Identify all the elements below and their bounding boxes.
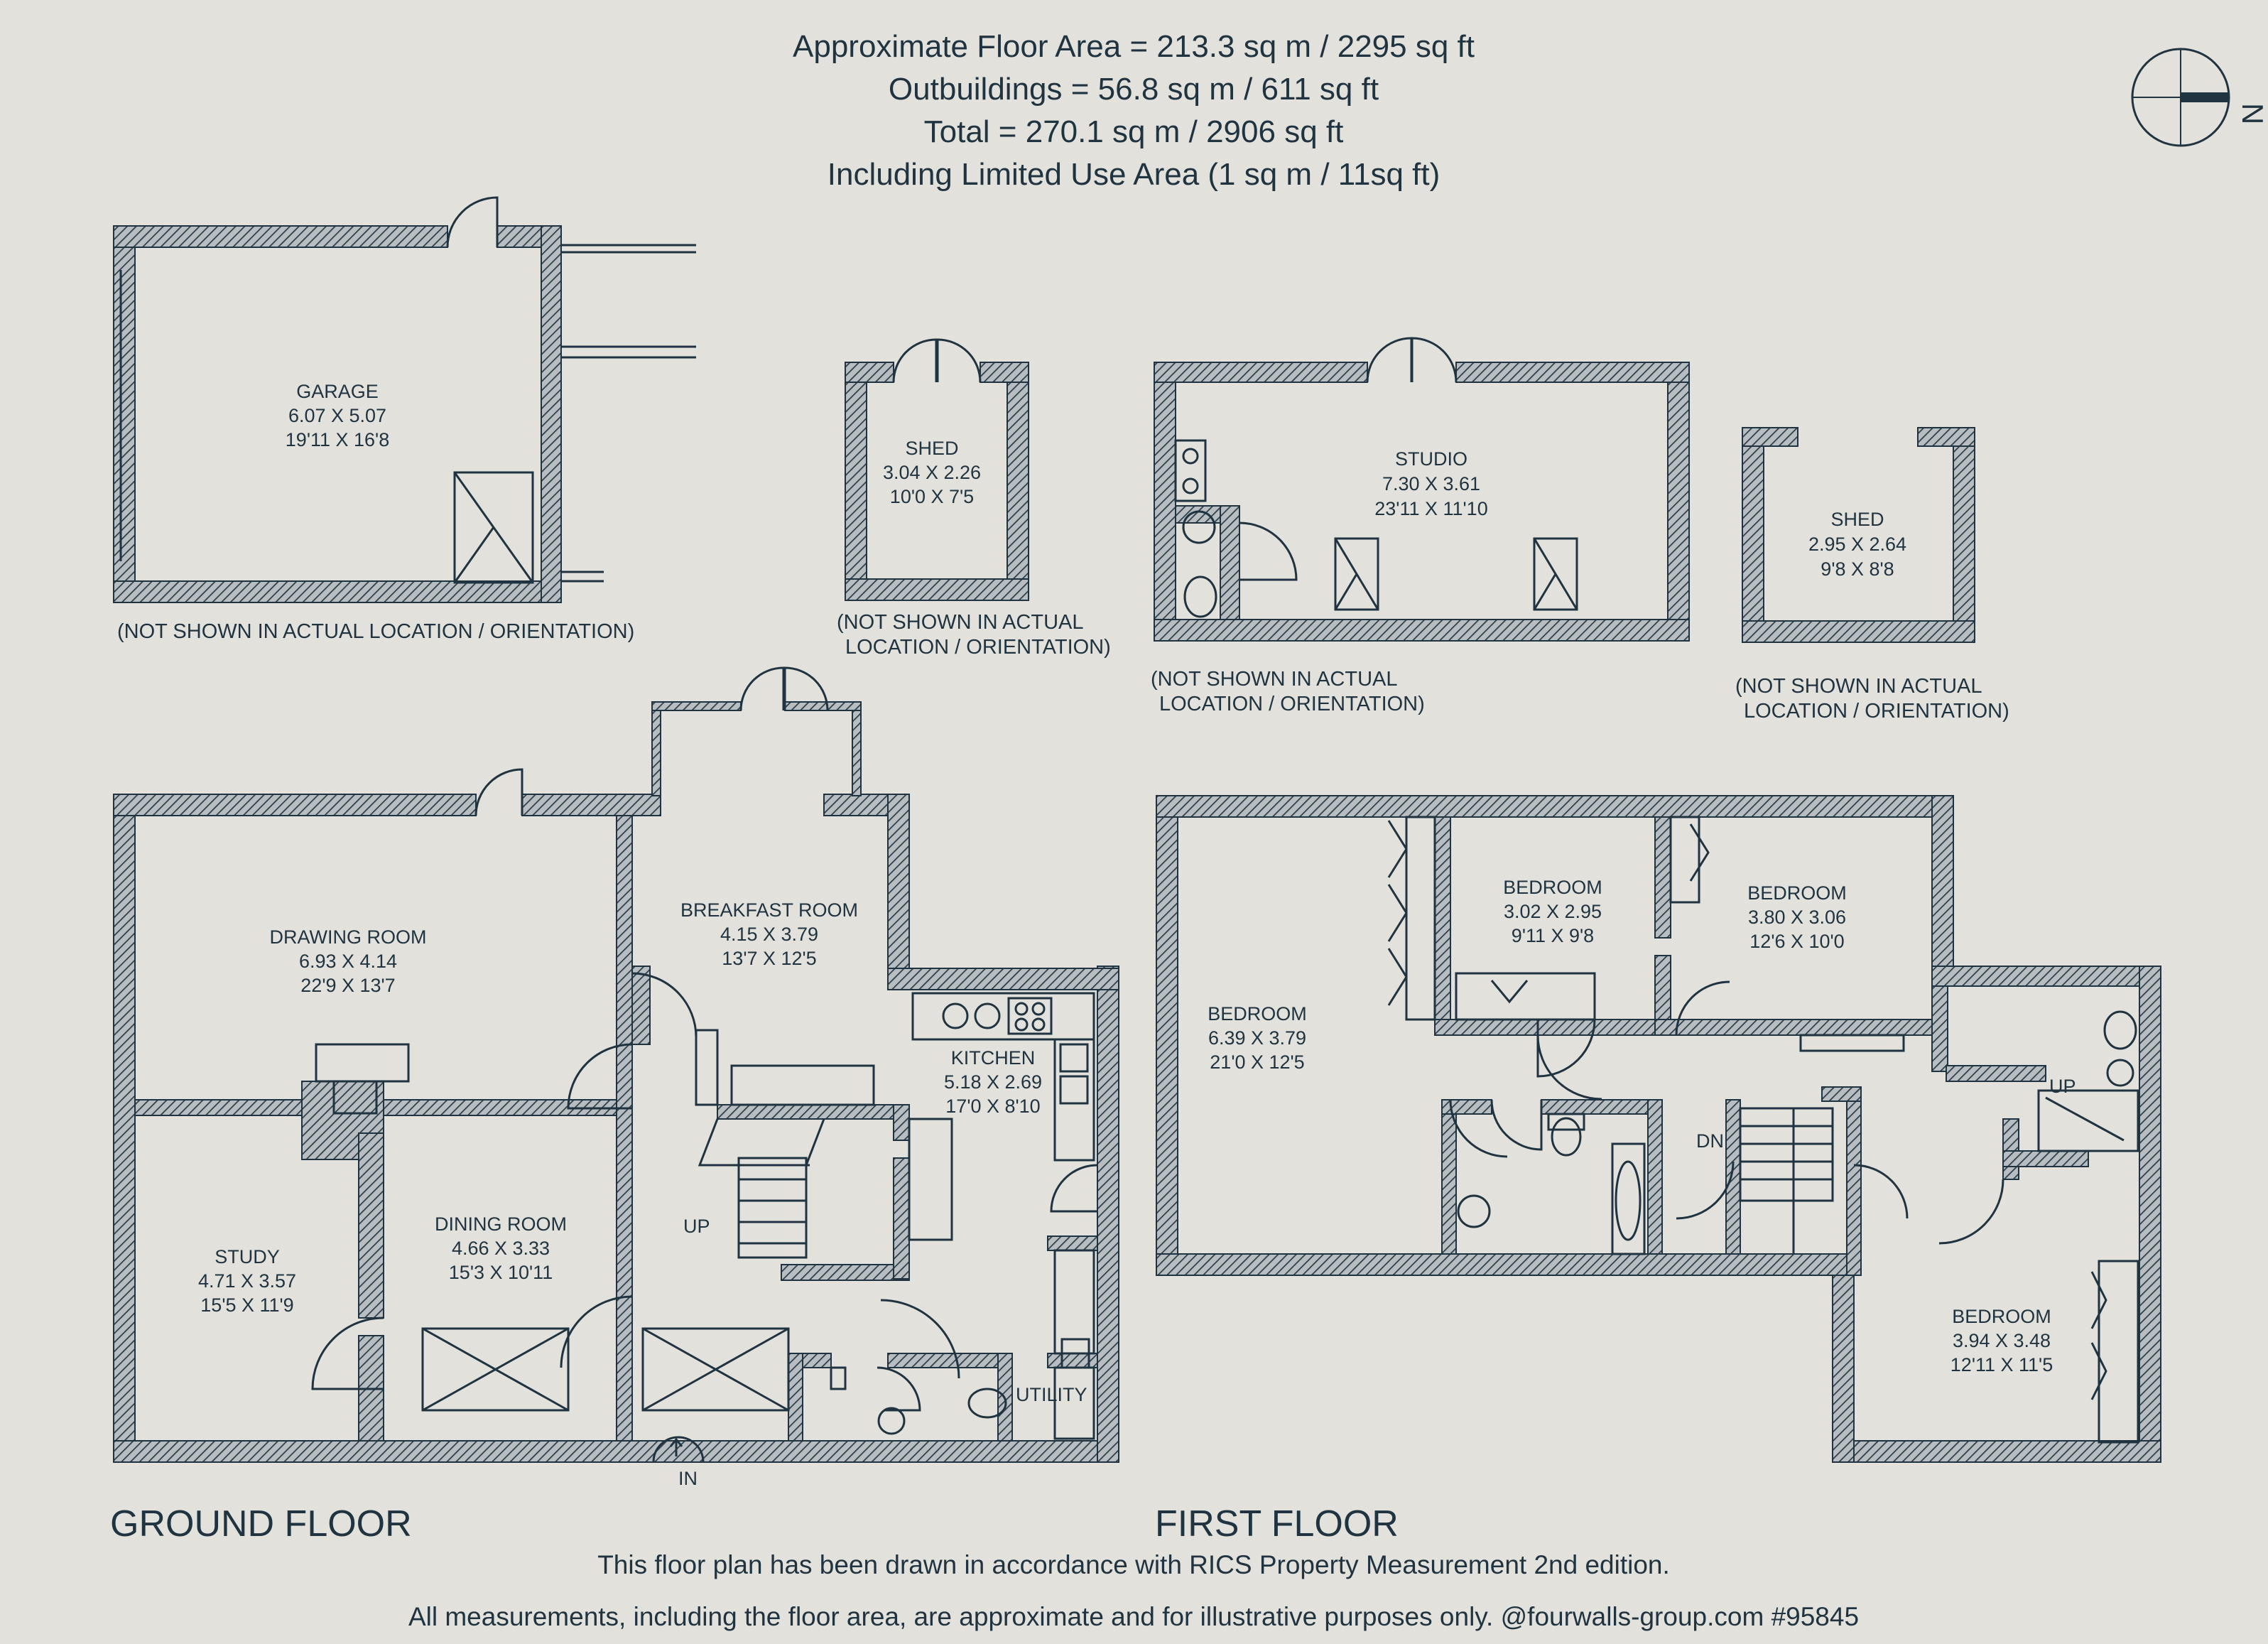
bedroom-2-name: BEDROOM — [1503, 877, 1602, 898]
study-name: STUDY — [215, 1246, 280, 1267]
studio-label: STUDIO 7.30 X 3.61 23'11 X 11'10 — [1374, 448, 1487, 519]
studio-metric: 7.30 X 3.61 — [1382, 473, 1480, 494]
bedroom-2-imperial: 9'11 X 9'8 — [1512, 925, 1594, 946]
drawing-room-metric: 6.93 X 4.14 — [299, 951, 397, 972]
total-line: Total = 270.1 sq m / 2906 sq ft — [924, 114, 1344, 149]
bedroom-1-imperial: 21'0 X 12'5 — [1210, 1051, 1304, 1073]
garage-imperial: 19'11 X 16'8 — [286, 429, 389, 450]
header: Approximate Floor Area = 213.3 sq m / 22… — [793, 29, 1475, 192]
ground-up-label: UP — [683, 1216, 710, 1237]
outbuildings-line: Outbuildings = 56.8 sq m / 611 sq ft — [889, 72, 1379, 107]
first-floor-walls — [1156, 795, 2161, 1463]
drawing-room-label: DRAWING ROOM 6.93 X 4.14 22'9 X 13'7 — [270, 926, 427, 996]
kitchen-metric: 5.18 X 2.69 — [944, 1071, 1042, 1093]
shed-2-name: SHED — [1830, 509, 1884, 530]
compass-icon: N — [2131, 48, 2268, 147]
bedroom-3-label: BEDROOM 3.80 X 3.06 12'6 X 10'0 — [1747, 882, 1847, 952]
shed-2-note-b: LOCATION / ORIENTATION) — [1744, 700, 2009, 723]
shed-1-metric: 3.04 X 2.26 — [883, 462, 981, 483]
footer-rics-line: This floor plan has been drawn in accord… — [597, 1550, 1670, 1579]
shed-1-name: SHED — [905, 438, 958, 459]
footer-disclaimer-line: All measurements, including the floor ar… — [408, 1602, 1859, 1631]
study-label: STUDY 4.71 X 3.57 15'5 X 11'9 — [198, 1246, 296, 1316]
bedroom-3-name: BEDROOM — [1747, 882, 1847, 904]
kitchen-name: KITCHEN — [951, 1047, 1036, 1069]
first-dn-label: DN — [1696, 1130, 1724, 1152]
shed-1-label: SHED 3.04 X 2.26 10'0 X 7'5 — [883, 438, 981, 507]
bedroom-2-label: BEDROOM 3.02 X 2.95 9'11 X 9'8 — [1503, 877, 1602, 946]
breakfast-room-name: BREAKFAST ROOM — [680, 899, 858, 921]
studio-imperial: 23'11 X 11'10 — [1374, 498, 1487, 519]
breakfast-room-metric: 4.15 X 3.79 — [720, 924, 818, 945]
ground-floor-walls — [113, 701, 1119, 1463]
limited-use-line: Including Limited Use Area (1 sq m / 11s… — [828, 157, 1440, 192]
garage-name: GARAGE — [296, 381, 379, 402]
study-metric: 4.71 X 3.57 — [198, 1270, 296, 1292]
bedroom-1-label: BEDROOM 6.39 X 3.79 21'0 X 12'5 — [1208, 1003, 1307, 1073]
drawing-room-name: DRAWING ROOM — [270, 926, 427, 948]
study-imperial: 15'5 X 11'9 — [200, 1294, 293, 1316]
first-floor-title: FIRST FLOOR — [1155, 1503, 1399, 1545]
kitchen-imperial: 17'0 X 8'10 — [945, 1096, 1040, 1117]
dining-room-label: DINING ROOM 4.66 X 3.33 15'3 X 10'11 — [435, 1213, 567, 1283]
bedroom-4-imperial: 12'11 X 11'5 — [1950, 1354, 2053, 1375]
bedroom-3-metric: 3.80 X 3.06 — [1748, 907, 1846, 928]
shed-2-plan — [1742, 427, 1975, 643]
garage-plan — [113, 225, 562, 603]
ground-floor-title: GROUND FLOOR — [110, 1503, 412, 1545]
kitchen-label: KITCHEN 5.18 X 2.69 17'0 X 8'10 — [944, 1047, 1042, 1117]
shed-1-note-b: LOCATION / ORIENTATION) — [845, 636, 1111, 659]
bedroom-4-name: BEDROOM — [1952, 1306, 2051, 1327]
footer: This floor plan has been drawn in accord… — [408, 1550, 1859, 1631]
bedroom-1-metric: 6.39 X 3.79 — [1208, 1027, 1306, 1049]
bedroom-4-metric: 3.94 X 3.48 — [1953, 1330, 2051, 1351]
garage-annex — [119, 196, 696, 584]
shed-2-note-a: (NOT SHOWN IN ACTUAL — [1735, 675, 1982, 698]
drawing-room-imperial: 22'9 X 13'7 — [300, 975, 395, 996]
bedroom-2-metric: 3.02 X 2.95 — [1504, 901, 1602, 922]
first-up-label: UP — [2049, 1076, 2076, 1097]
floor-area-line: Approximate Floor Area = 213.3 sq m / 22… — [793, 29, 1475, 64]
garage-metric: 6.07 X 5.07 — [288, 405, 386, 426]
bedroom-1-name: BEDROOM — [1208, 1003, 1307, 1024]
breakfast-room-imperial: 13'7 X 12'5 — [722, 948, 816, 969]
shed-1-imperial: 10'0 X 7'5 — [890, 486, 974, 507]
studio-note-a: (NOT SHOWN IN ACTUAL — [1151, 668, 1398, 691]
studio-plan — [1154, 362, 1690, 642]
shed-2-metric: 2.95 X 2.64 — [1808, 534, 1906, 555]
shed-2-imperial: 9'8 X 8'8 — [1821, 558, 1894, 580]
shed-1-doors — [892, 338, 982, 383]
dining-room-imperial: 15'3 X 10'11 — [449, 1262, 553, 1283]
utility-label: UTILITY — [1016, 1384, 1087, 1405]
studio-fixtures — [1174, 337, 1578, 618]
bedroom-4-label: BEDROOM 3.94 X 3.48 12'11 X 11'5 — [1950, 1306, 2053, 1375]
dining-room-name: DINING ROOM — [435, 1213, 567, 1235]
shed-1-plan — [845, 362, 1029, 601]
dining-room-metric: 4.66 X 3.33 — [452, 1238, 550, 1259]
first-floor-details — [1387, 816, 2139, 1444]
breakfast-room-label: BREAKFAST ROOM 4.15 X 3.79 13'7 X 12'5 — [680, 899, 858, 969]
north-label: N — [2236, 103, 2268, 124]
garage-label: GARAGE 6.07 X 5.07 19'11 X 16'8 — [286, 381, 389, 450]
shed-1-note-a: (NOT SHOWN IN ACTUAL — [837, 611, 1084, 634]
studio-name: STUDIO — [1395, 448, 1467, 470]
ground-in-label: IN — [678, 1468, 698, 1489]
garage-location-note: (NOT SHOWN IN ACTUAL LOCATION / ORIENTAT… — [117, 620, 634, 643]
studio-note-b: LOCATION / ORIENTATION) — [1159, 693, 1425, 715]
ground-floor-details — [311, 666, 1098, 1463]
shed-2-label: SHED 2.95 X 2.64 9'8 X 8'8 — [1808, 509, 1906, 580]
bedroom-3-imperial: 12'6 X 10'0 — [1749, 931, 1844, 952]
